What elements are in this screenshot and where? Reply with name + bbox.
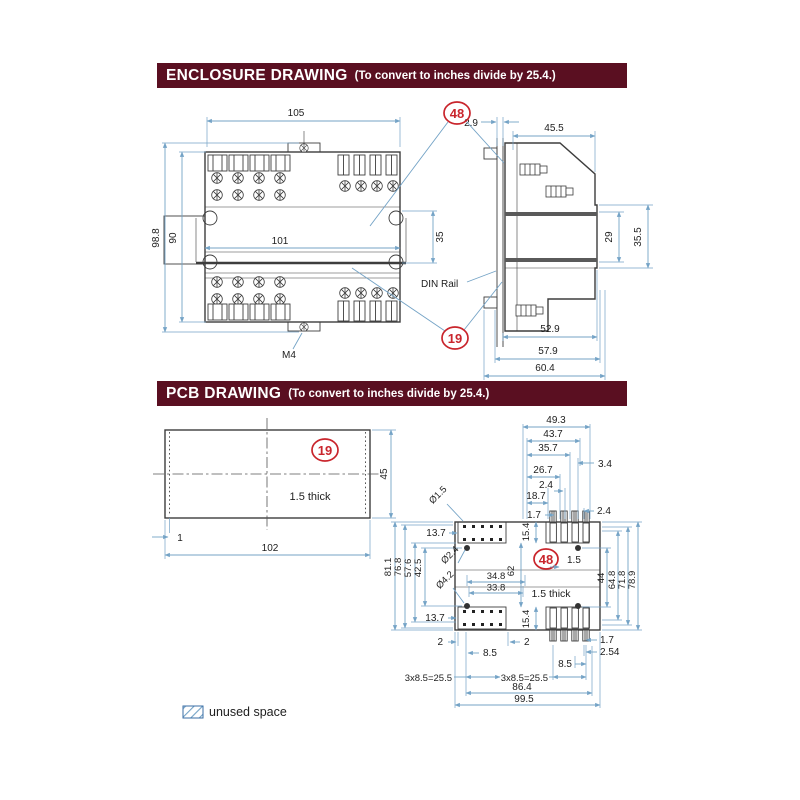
dim-62: 62 [506,566,517,577]
dim-2-54: 2.54 [600,647,620,658]
dim-45-5: 45.5 [544,123,564,134]
dim-64-8: 64.8 [607,571,618,590]
dim-pitch-left: 3x8.5=25.5 [405,673,452,684]
dim-35-7: 35.7 [538,443,558,454]
dim-8-5-left: 8.5 [483,648,497,659]
pcb-board48-right-dimensions: 44 64.8 71.8 78.9 [582,521,642,631]
dim-43-7: 43.7 [543,429,563,440]
pcb-title: PCB DRAWING [166,384,282,402]
enclosure-side-view [483,138,598,347]
dim-81-1: 81.1 [383,558,394,577]
label-din-rail: DIN Rail [421,279,458,290]
pcb-board48: 1.5 thick 48 1.5 [454,510,601,642]
dim-90: 90 [168,232,179,244]
mount-hole [575,603,581,609]
dim-dia-2-4: Ø2.4 [439,544,461,566]
dim-2-4-top: 2.4 [539,480,553,491]
enclosure-side-dimensions: 2.9 45.5 29 35.5 52.9 57.9 60.4 [464,117,653,380]
dim-2-mid: 2 [524,637,530,648]
dim-78-9: 78.9 [627,571,638,590]
enclosure-callouts: 48 19 [351,101,505,350]
enclosure-front-dimensions: 105 98.8 90 101 35 M4 DIN Rail [151,108,497,361]
dim-26-7: 26.7 [533,465,553,476]
dim-99-5: 99.5 [514,694,534,705]
dim-101: 101 [272,236,289,247]
pcb-board48-top-dimensions: 49.3 43.7 35.7 3.4 26.7 2.4 18.7 1.7 2.4 [522,415,612,521]
dim-8-5-right: 8.5 [558,659,572,670]
dim-3-4: 3.4 [598,459,612,470]
dim-57-6: 57.6 [403,559,414,578]
dim-71-8: 71.8 [617,571,628,590]
label-48-thickness: 1.5 thick [531,588,571,600]
dim-35-5: 35.5 [633,227,644,247]
pcb-board48-bottom-dimensions: 2 2 1.7 8.5 2.54 8.5 3x8.5=25.5 3x8.5=25… [405,632,620,708]
dim-42-5: 42.5 [413,559,424,578]
dim-15-4-top: 15.4 [521,523,532,542]
dim-76-8: 76.8 [393,558,404,577]
legend-label: unused space [209,705,287,719]
dim-18-7: 18.7 [526,491,546,502]
pcb-board48-mid-dimensions: 62 15.4 15.4 34.8 33.8 [466,521,539,631]
dim-1-5-gap: 1.5 [567,555,581,566]
legend: unused space [182,705,287,719]
dim-34-8: 34.8 [487,571,506,582]
dim-35: 35 [435,231,446,243]
enclosure-title: ENCLOSURE DRAWING [166,66,348,84]
pcb-header: PCB DRAWING (To convert to inches divide… [157,381,627,406]
dim-15-4-bottom: 15.4 [521,610,532,629]
dim-44: 44 [596,573,607,584]
dim-33-8: 33.8 [487,583,506,594]
callout-19-pcb: 19 [318,443,332,458]
dim-52-9: 52.9 [540,324,560,335]
dim-29: 29 [604,231,615,243]
callout-19-enclosure: 19 [448,331,462,346]
callout-48-pcb: 48 [539,552,553,567]
dim-102: 102 [262,543,279,554]
mount-hole [464,545,470,551]
dim-13-7-top: 13.7 [426,528,446,539]
enclosure-note: (To convert to inches divide by 25.4.) [354,69,556,82]
hatched-block-top-left [457,521,507,544]
unused-space-swatch [182,705,204,719]
pcb-board48-left-dimensions: 81.1 76.8 57.6 42.5 13.7 13.7 Ø1.5 Ø2.4 … [383,484,466,631]
hatched-block-bottom-left [457,606,507,630]
dim-2-4-right: 2.4 [597,506,611,517]
dim-1-7-top: 1.7 [527,510,541,521]
mount-hole [464,603,470,609]
dim-45-board: 45 [379,468,390,480]
dim-2-left: 2 [437,637,443,648]
enclosure-header: ENCLOSURE DRAWING (To convert to inches … [157,63,627,88]
dim-98-8: 98.8 [151,228,162,248]
dim-1-7-bottom: 1.7 [600,635,614,646]
label-19-thickness: 1.5 thick [290,491,331,503]
enclosure-front-view [163,131,407,332]
dim-57-9: 57.9 [538,346,558,357]
pcb-note: (To convert to inches divide by 25.4.) [288,387,490,400]
callout-48-enclosure: 48 [450,106,464,121]
dim-dia-1-5: Ø1.5 [427,484,449,506]
mount-hole [575,545,581,551]
dim-pitch-mid: 3x8.5=25.5 [501,673,548,684]
dim-86-4: 86.4 [512,682,532,693]
label-m4: M4 [282,350,296,361]
dim-1-inset: 1 [177,533,183,544]
dim-2-9: 2.9 [464,118,478,129]
dim-49-3: 49.3 [546,415,566,426]
pcb-board19: 1.5 thick 19 45 1 102 [152,418,396,559]
dim-105: 105 [288,108,305,119]
dim-60-4: 60.4 [535,363,555,374]
dim-13-7-bottom: 13.7 [425,613,445,624]
